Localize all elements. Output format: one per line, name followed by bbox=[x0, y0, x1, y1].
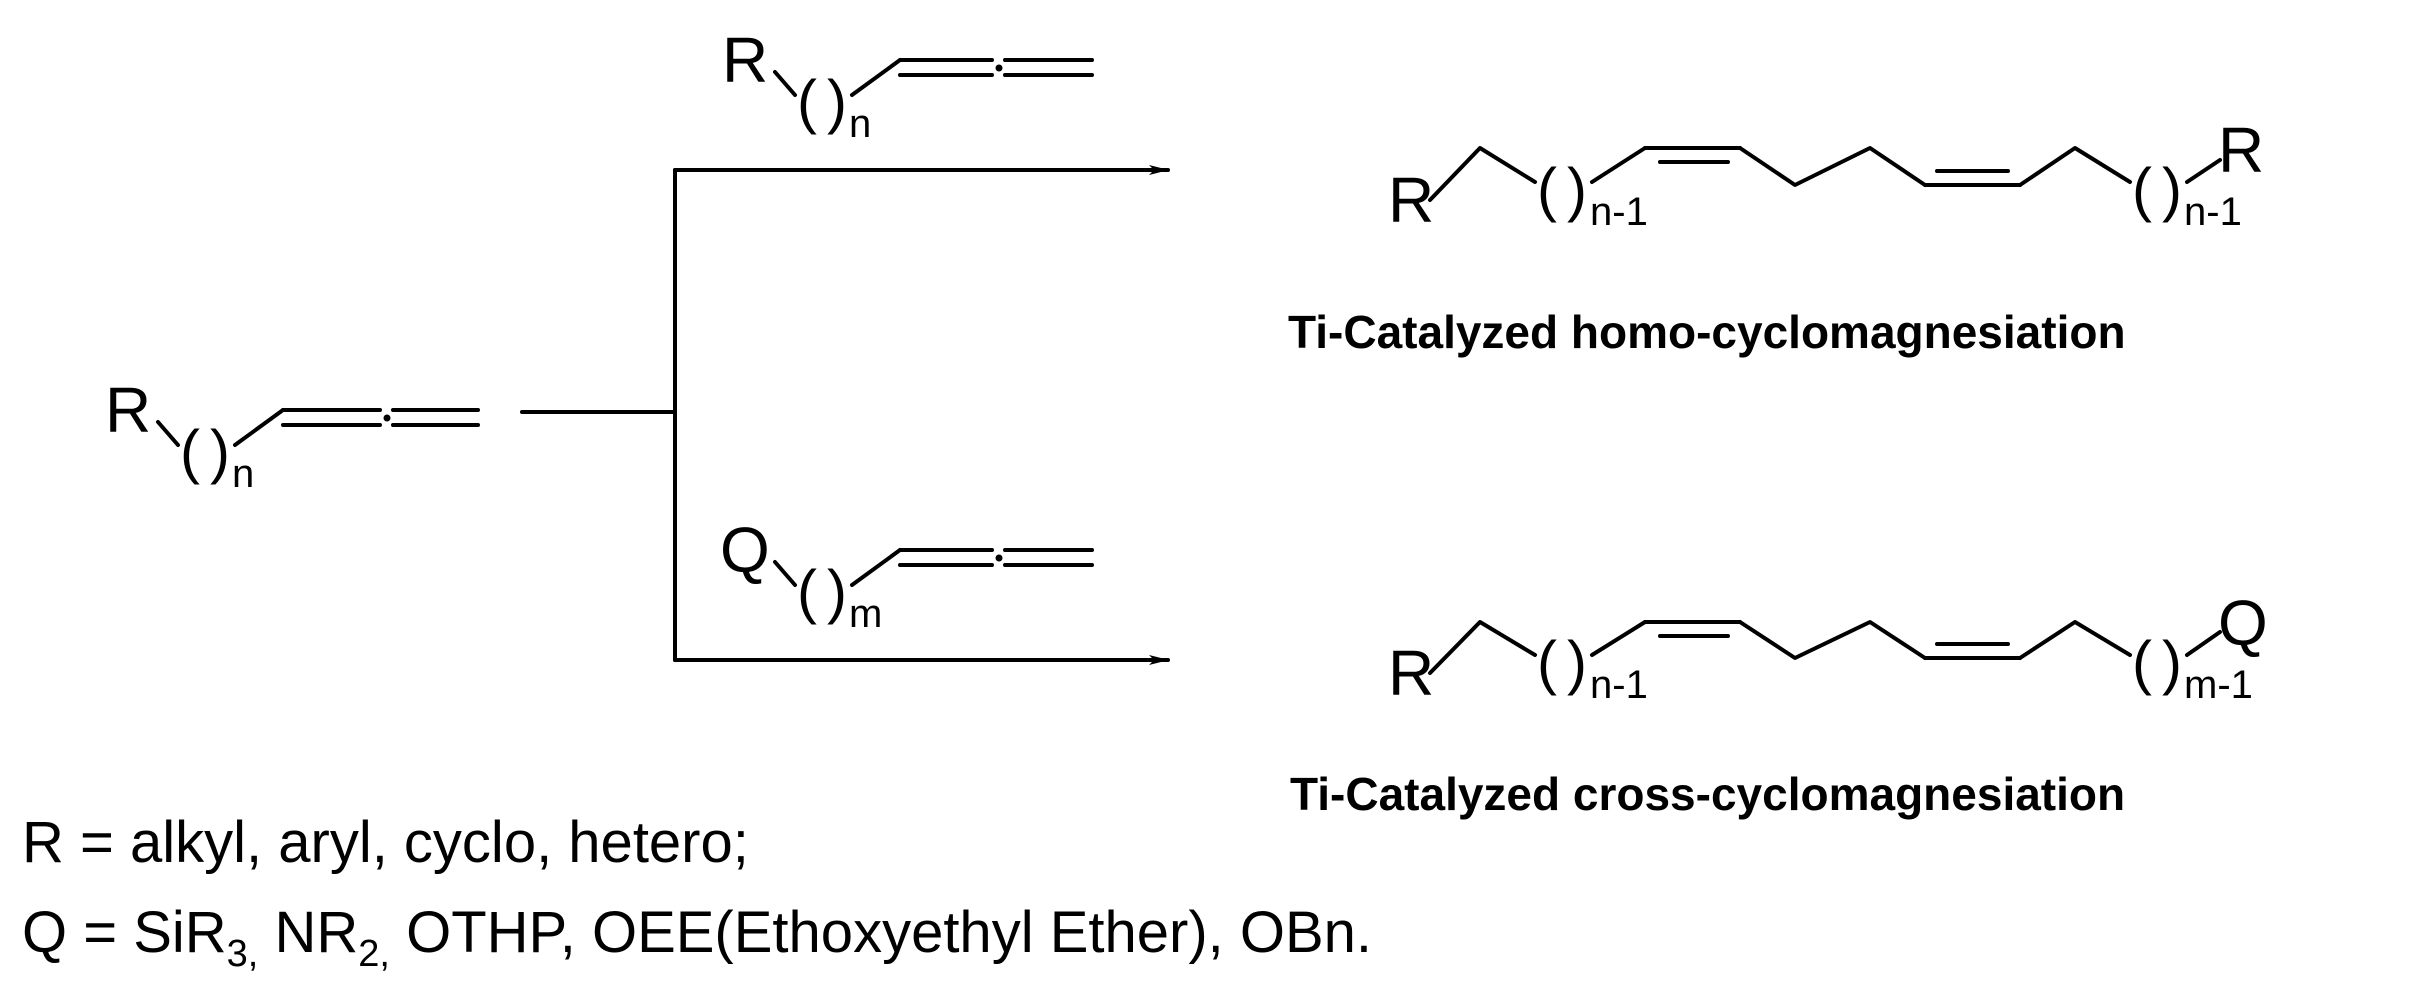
reactant-bond-1 bbox=[156, 420, 180, 447]
reactant-double-bond-2 bbox=[391, 408, 480, 427]
product-top-chain-3 bbox=[1738, 146, 1927, 187]
product-top-right-index: n-1 bbox=[2184, 190, 2242, 234]
product-bottom-chain-1 bbox=[1428, 620, 1537, 675]
reactant-double-bond-1 bbox=[281, 408, 382, 427]
reagent-bottom-q-label: Q bbox=[720, 514, 770, 586]
product-bottom-left-close-paren: ) bbox=[1567, 629, 1587, 696]
legend-r-definition: R = alkyl, aryl, cyclo, hetero; bbox=[22, 810, 749, 875]
product-top-right-open-paren: ( bbox=[2132, 156, 2152, 223]
legend-q-mid: NR bbox=[258, 900, 358, 965]
reactant-r-label: R bbox=[105, 374, 151, 446]
caption-cross: Ti-Catalyzed cross-cyclomagnesiation bbox=[1290, 768, 2125, 820]
product-top-chain-2 bbox=[1590, 146, 1647, 184]
reactant-n-index: n bbox=[232, 452, 254, 496]
reactant-open-paren: ( bbox=[180, 418, 200, 485]
reagent-bottom-bond-1 bbox=[773, 560, 797, 587]
reagent-top-bond-1 bbox=[773, 70, 797, 97]
product-bottom-cis-alkene-1 bbox=[1643, 620, 1742, 638]
reagent-top-open-paren: ( bbox=[797, 68, 817, 135]
reagent-bottom-bond-2 bbox=[850, 548, 902, 587]
product-top-chain-4 bbox=[2018, 146, 2132, 187]
reactant-allene-center bbox=[383, 414, 391, 422]
product-top-cis-alkene-1 bbox=[1643, 146, 1742, 164]
product-top-chain-1 bbox=[1428, 146, 1537, 202]
reactant-allene: R ( ) n bbox=[105, 374, 480, 496]
reagent-top-allene-center bbox=[995, 64, 1003, 72]
reactant-close-paren: ) bbox=[210, 418, 230, 485]
product-top-left-open-paren: ( bbox=[1537, 156, 1557, 223]
caption-homo: Ti-Catalyzed homo-cyclomagnesiation bbox=[1288, 306, 2126, 358]
product-top-left-close-paren: ) bbox=[1567, 156, 1587, 223]
product-bottom: R ( ) n-1 ( ) m-1 Q bbox=[1388, 587, 2268, 709]
reagent-bottom-m-index: m bbox=[849, 592, 882, 636]
legend-q-suffix: OTHP, OEE(Ethoxyethyl Ether), OBn. bbox=[390, 900, 1372, 965]
reagent-bottom-allene-center bbox=[995, 554, 1003, 562]
reagent-bottom: Q ( ) m bbox=[720, 514, 1094, 636]
reagent-top-r-label: R bbox=[722, 24, 768, 96]
product-top-right-r-label: R bbox=[2218, 114, 2264, 186]
product-bottom-chain-3 bbox=[1738, 620, 1927, 660]
reagent-bottom-close-paren: ) bbox=[827, 558, 847, 625]
legend-q-sub1: 3, bbox=[227, 933, 259, 975]
legend-q-definition: Q = SiR3, NR2, OTHP, OEE(Ethoxyethyl Eth… bbox=[22, 900, 1372, 975]
reagent-bottom-double-bond-2 bbox=[1003, 548, 1094, 567]
product-top-cis-alkene-2 bbox=[1923, 169, 2022, 187]
reagent-top-double-bond-1 bbox=[898, 58, 994, 77]
product-bottom-chain-4 bbox=[2018, 620, 2132, 660]
product-bottom-cis-alkene-2 bbox=[1923, 642, 2022, 660]
product-bottom-chain-5 bbox=[2185, 630, 2222, 657]
product-bottom-left-r-label: R bbox=[1388, 637, 1434, 709]
legend-q-prefix: Q = SiR bbox=[22, 900, 227, 965]
product-bottom-right-q-label: Q bbox=[2218, 587, 2268, 659]
product-bottom-left-index: n-1 bbox=[1590, 663, 1648, 707]
product-bottom-right-open-paren: ( bbox=[2132, 629, 2152, 696]
reactant-bond-2 bbox=[233, 408, 285, 447]
reagent-bottom-open-paren: ( bbox=[797, 558, 817, 625]
reagent-top-close-paren: ) bbox=[827, 68, 847, 135]
legend-q-sub2: 2, bbox=[358, 933, 390, 975]
product-top-right-close-paren: ) bbox=[2162, 156, 2182, 223]
product-bottom-right-close-paren: ) bbox=[2162, 629, 2182, 696]
product-bottom-chain-2 bbox=[1590, 620, 1647, 657]
product-top-left-r-label: R bbox=[1388, 164, 1434, 236]
product-top-chain-5 bbox=[2185, 158, 2222, 184]
product-bottom-right-index: m-1 bbox=[2184, 663, 2253, 707]
product-top: R ( ) n-1 ( ) n-1 R bbox=[1388, 114, 2264, 236]
reagent-top-bond-2 bbox=[850, 58, 902, 97]
branch-arrows bbox=[520, 165, 1170, 665]
reagent-top: R ( ) n bbox=[722, 24, 1094, 146]
reagent-bottom-double-bond-1 bbox=[898, 548, 994, 567]
product-bottom-left-open-paren: ( bbox=[1537, 629, 1557, 696]
product-top-left-index: n-1 bbox=[1590, 190, 1648, 234]
reagent-top-n-index: n bbox=[849, 102, 871, 146]
reagent-top-double-bond-2 bbox=[1003, 58, 1094, 77]
